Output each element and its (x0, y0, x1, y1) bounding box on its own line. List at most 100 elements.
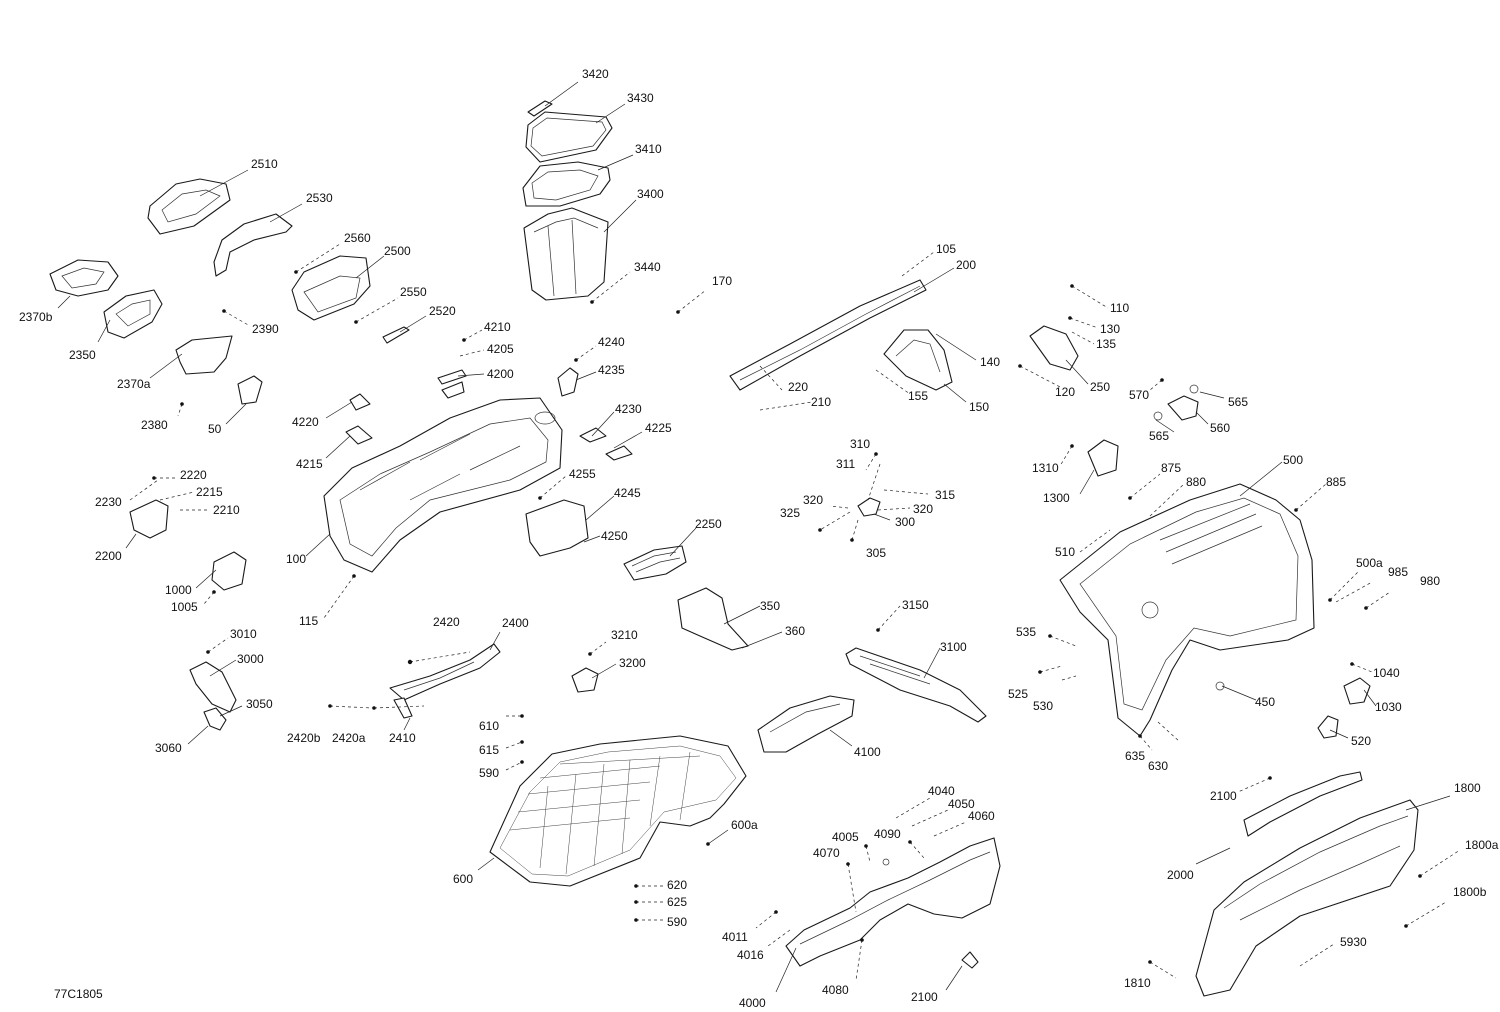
bulkhead-panel (1059, 483, 1371, 739)
callout: 4215 (296, 457, 323, 471)
fastener-dots (152, 270, 1422, 964)
callout: 560 (1210, 421, 1230, 435)
callout: 880 (1186, 475, 1206, 489)
callout: 4016 (737, 948, 764, 962)
callout: 2250 (695, 517, 722, 531)
callout: 135 (1096, 337, 1116, 351)
callout: 2000 (1167, 868, 1194, 882)
callout: 4080 (822, 983, 849, 997)
callout: 2210 (213, 503, 240, 517)
lower-center-ducting (785, 837, 1001, 969)
callout-labels: 3420 3430 3410 3400 3440 170 2510 2530 2… (19, 67, 1499, 1010)
callout: 4245 (614, 486, 641, 500)
callout: 630 (1148, 759, 1168, 773)
callout: 2420 (433, 615, 460, 629)
storage-bin-assembly (522, 100, 613, 301)
callout: 3050 (246, 697, 273, 711)
callout: 4000 (739, 996, 766, 1010)
callout: 1810 (1124, 976, 1151, 990)
figure-code: 77C1805 (54, 987, 103, 1001)
callout: 4200 (487, 367, 514, 381)
callout: 5930 (1340, 935, 1367, 949)
callout: 565 (1149, 429, 1169, 443)
callout: 1300 (1043, 491, 1070, 505)
callout: 500a (1356, 556, 1383, 570)
callout: 2370b (19, 310, 53, 324)
callout: 510 (1055, 545, 1075, 559)
callout: 4005 (832, 830, 859, 844)
callout: 2200 (95, 549, 122, 563)
callout: 3200 (619, 656, 646, 670)
callout: 3400 (637, 187, 664, 201)
callout: 525 (1008, 687, 1028, 701)
callout: 4060 (968, 809, 995, 823)
callout: 120 (1055, 385, 1075, 399)
callout: 1030 (1375, 700, 1402, 714)
lower-left-brackets (189, 643, 501, 731)
callout: 2500 (384, 244, 411, 258)
callout: 520 (1351, 734, 1371, 748)
callout: 2530 (306, 191, 333, 205)
callout: 2370a (117, 377, 151, 391)
callout: 4090 (874, 827, 901, 841)
callout: 4230 (615, 402, 642, 416)
callout: 3150 (902, 598, 929, 612)
callout: 980 (1420, 574, 1440, 588)
callout: 105 (936, 242, 956, 256)
callout: 3430 (627, 91, 654, 105)
callout: 350 (760, 599, 780, 613)
callout: 210 (811, 395, 831, 409)
callout: 300 (895, 515, 915, 529)
callout: 450 (1255, 695, 1275, 709)
callout: 1310 (1032, 461, 1059, 475)
callout: 305 (866, 546, 886, 560)
center-rails (757, 647, 987, 753)
callout: 100 (286, 552, 306, 566)
callout: 3010 (230, 627, 257, 641)
leader-lines (57, 81, 1461, 993)
callout: 170 (712, 274, 732, 288)
callout: 1800 (1454, 781, 1481, 795)
callout: 115 (299, 614, 318, 628)
callout: 4210 (484, 320, 511, 334)
callout: 130 (1100, 322, 1120, 336)
callout: 615 (479, 743, 499, 757)
callout: 3420 (582, 67, 609, 81)
callout: 2560 (344, 231, 371, 245)
callout: 2215 (196, 485, 223, 499)
callout: 2380 (141, 418, 168, 432)
callout: 315 (935, 488, 955, 502)
callout: 590 (667, 915, 687, 929)
callout: 4235 (598, 363, 625, 377)
callout: 310 (850, 437, 870, 451)
callout: 600a (731, 818, 758, 832)
callout: 4240 (598, 335, 625, 349)
callout: 2100 (911, 990, 938, 1004)
right-small-parts (1029, 325, 1199, 477)
callout: 360 (785, 624, 805, 638)
callout: 2100 (1210, 789, 1237, 803)
callout: 530 (1033, 699, 1053, 713)
rear-panel (1195, 771, 1419, 997)
callout: 610 (479, 719, 499, 733)
callout: 1000 (165, 583, 192, 597)
callout: 320 (803, 493, 823, 507)
callout: 3410 (635, 142, 662, 156)
callout: 155 (908, 389, 928, 403)
callout: 2390 (252, 322, 279, 336)
callout: 3440 (634, 260, 661, 274)
callout: 2510 (251, 157, 278, 171)
callout: 4205 (487, 342, 514, 356)
callout: 1005 (171, 600, 198, 614)
callout: 600 (453, 872, 473, 886)
callout: 4050 (948, 797, 975, 811)
callout: 110 (1110, 301, 1129, 315)
callout: 320 (913, 502, 933, 516)
callout: 4220 (292, 415, 319, 429)
callout: 3100 (940, 640, 967, 654)
callout: 1800a (1465, 838, 1499, 852)
mid-bracket-parts (571, 497, 881, 693)
callout: 4070 (813, 846, 840, 860)
floor-pan (489, 735, 747, 887)
